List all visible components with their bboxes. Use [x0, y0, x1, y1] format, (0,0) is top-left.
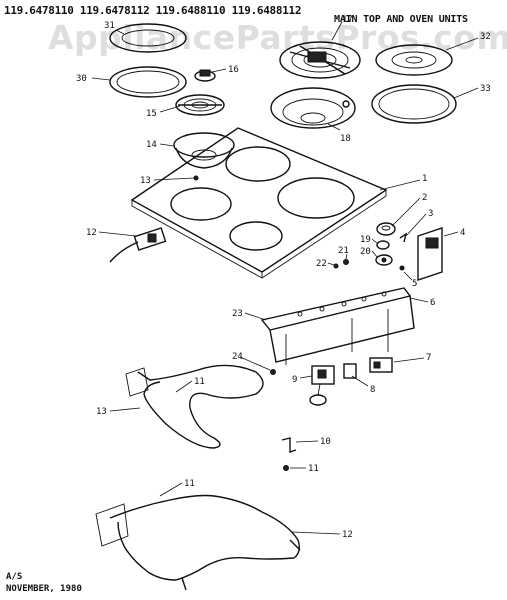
callout-32: 32	[480, 32, 491, 42]
screw-15	[193, 175, 199, 181]
callout-9: 9	[292, 375, 297, 385]
bake-element-13	[125, 364, 264, 449]
callout-16: 14	[146, 140, 157, 150]
callout-5: 5	[412, 279, 417, 289]
callout-8: 8	[370, 385, 375, 395]
callout-21: 19	[360, 235, 371, 245]
callout-12: 12	[342, 530, 353, 540]
trim-ring-33	[371, 84, 457, 124]
surface-element-17	[175, 94, 225, 116]
callout-23: 21	[338, 246, 349, 256]
callout-18: 16	[228, 65, 239, 75]
callout-11-lower: 11	[184, 479, 195, 489]
footer-date: NOVEMBER, 1980	[6, 584, 82, 594]
callout-11-upper: 11	[194, 377, 205, 387]
drip-bowl-20	[270, 87, 356, 129]
model-numbers-header: 119.6478110 119.6478112 119.6488110 119.…	[4, 4, 302, 17]
drip-bowl-16	[173, 132, 235, 169]
callout-1: 1	[422, 174, 427, 184]
callout-2: 2	[422, 193, 427, 203]
bracket-4	[417, 227, 443, 281]
small-parts-23-24	[333, 259, 349, 269]
drip-pan-32	[375, 44, 453, 76]
callout-22: 20	[360, 247, 371, 257]
callout-4: 4	[460, 228, 465, 238]
callout-20: 18	[340, 134, 351, 144]
control-panel-6	[260, 287, 415, 365]
broil-element-12	[95, 494, 301, 591]
screw-5	[399, 265, 405, 271]
drip-pan-31	[109, 23, 187, 53]
callout-13: 13	[96, 407, 107, 417]
receptacle-18	[194, 69, 216, 82]
callout-11-middle: 11	[308, 464, 319, 474]
callout-15: 13	[140, 176, 151, 186]
trim-ring-30	[109, 66, 187, 98]
screw-11-lower	[283, 465, 289, 471]
switch-7	[369, 357, 393, 373]
callout-25: 23	[232, 309, 243, 319]
callout-30: 30	[76, 74, 87, 84]
watermark: AppliancePartsPros.com	[48, 18, 507, 57]
part-8	[343, 363, 357, 379]
callout-24: 22	[316, 259, 327, 269]
callout-14: 12	[86, 228, 97, 238]
callout-17: 15	[146, 109, 157, 119]
bracket-10	[281, 437, 297, 453]
callout-7: 7	[426, 353, 431, 363]
diagram-title: MAIN TOP AND OVEN UNITS	[334, 14, 468, 25]
terminal-block-14	[109, 227, 167, 263]
callout-3: 3	[428, 209, 433, 219]
callout-6: 6	[430, 298, 435, 308]
callout-33: 33	[480, 84, 491, 94]
thermostat-9	[309, 365, 335, 406]
clip-3	[399, 232, 408, 243]
screw-26	[270, 369, 276, 375]
switch-parts-21-22	[375, 240, 393, 266]
callout-19: 17	[342, 15, 353, 25]
cooktop-1	[130, 127, 388, 279]
footer-code: A/S	[6, 572, 23, 582]
callout-31: 31	[104, 21, 115, 31]
leader-lines	[91, 21, 479, 535]
callout-10: 10	[320, 437, 331, 447]
knob-2	[376, 222, 396, 236]
surface-element-19	[279, 41, 361, 79]
callout-26: 24	[232, 352, 243, 362]
callout-labels: 31 30 16 15 14 13 17 32 33 18 1 2 3 4 12…	[76, 15, 491, 540]
